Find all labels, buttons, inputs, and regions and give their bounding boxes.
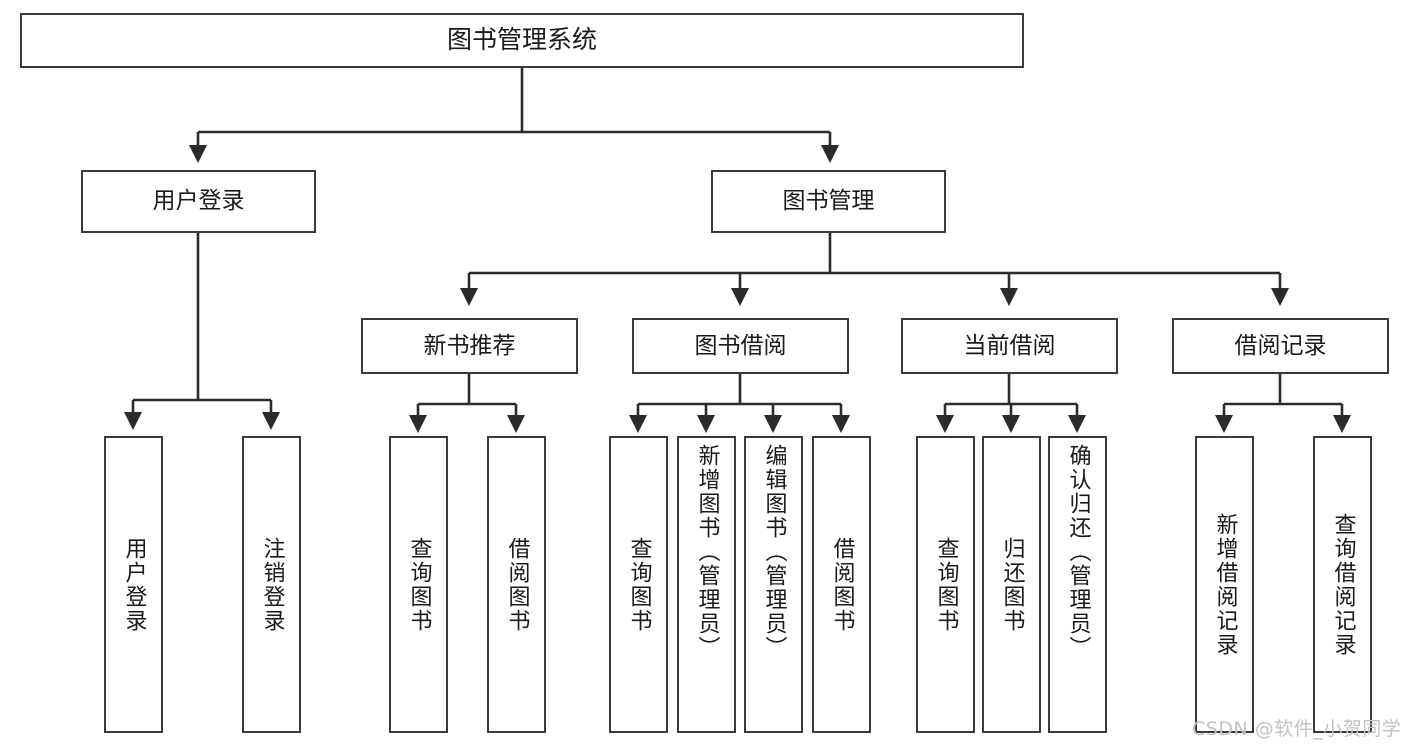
node-leaf-query-record[interactable]: 查询借阅记录 xyxy=(1313,436,1372,733)
node-label: 用户登录 xyxy=(152,188,245,215)
node-root-book-management-system[interactable]: 图书管理系统 xyxy=(20,13,1024,68)
node-label: 新增借阅记录 xyxy=(1212,512,1238,657)
node-label: 当前借阅 xyxy=(963,332,1056,359)
node-label: 查询图书 xyxy=(933,536,959,633)
node-label: 编辑图书（管理员） xyxy=(761,444,787,660)
node-label: 用户登录 xyxy=(121,536,147,633)
node-label: 借阅记录 xyxy=(1234,332,1327,359)
node-leaf-logout[interactable]: 注销登录 xyxy=(242,436,301,733)
csdn-watermark: CSDN @软件_小贺同学 xyxy=(1192,718,1402,740)
node-leaf-user-login[interactable]: 用户登录 xyxy=(104,436,163,733)
node-label: 新书推荐 xyxy=(423,332,516,359)
node-borrow-record[interactable]: 借阅记录 xyxy=(1172,318,1389,374)
node-current-borrow[interactable]: 当前借阅 xyxy=(901,318,1118,374)
node-new-book-recommend[interactable]: 新书推荐 xyxy=(361,318,578,374)
node-user-login[interactable]: 用户登录 xyxy=(81,170,316,233)
node-leaf-edit-book[interactable]: 编辑图书（管理员） xyxy=(744,436,803,733)
node-book-borrow[interactable]: 图书借阅 xyxy=(632,318,849,374)
node-label: 图书管理系统 xyxy=(446,25,597,55)
node-leaf-query-book-1[interactable]: 查询图书 xyxy=(389,436,448,733)
node-leaf-add-book[interactable]: 新增图书（管理员） xyxy=(677,436,736,733)
node-label: 注销登录 xyxy=(259,536,285,633)
node-book-manage[interactable]: 图书管理 xyxy=(711,170,946,233)
node-label: 归还图书 xyxy=(999,536,1025,633)
node-label: 借阅图书 xyxy=(829,536,855,633)
node-label: 图书管理 xyxy=(782,188,875,215)
node-leaf-query-book-2[interactable]: 查询图书 xyxy=(609,436,668,733)
node-leaf-add-record[interactable]: 新增借阅记录 xyxy=(1195,436,1254,733)
node-leaf-return-book[interactable]: 归还图书 xyxy=(982,436,1041,733)
node-label: 借阅图书 xyxy=(504,536,530,633)
node-leaf-borrow-book-1[interactable]: 借阅图书 xyxy=(487,436,546,733)
node-leaf-borrow-book-2[interactable]: 借阅图书 xyxy=(812,436,871,733)
node-label: 确认归还（管理员） xyxy=(1065,444,1091,660)
node-label: 查询借阅记录 xyxy=(1330,512,1356,657)
node-label: 图书借阅 xyxy=(694,332,787,359)
node-leaf-confirm-return[interactable]: 确认归还（管理员） xyxy=(1048,436,1107,733)
node-label: 查询图书 xyxy=(406,536,432,633)
node-leaf-query-book-3[interactable]: 查询图书 xyxy=(916,436,975,733)
node-label: 新增图书（管理员） xyxy=(694,444,720,660)
node-label: 查询图书 xyxy=(626,536,652,633)
